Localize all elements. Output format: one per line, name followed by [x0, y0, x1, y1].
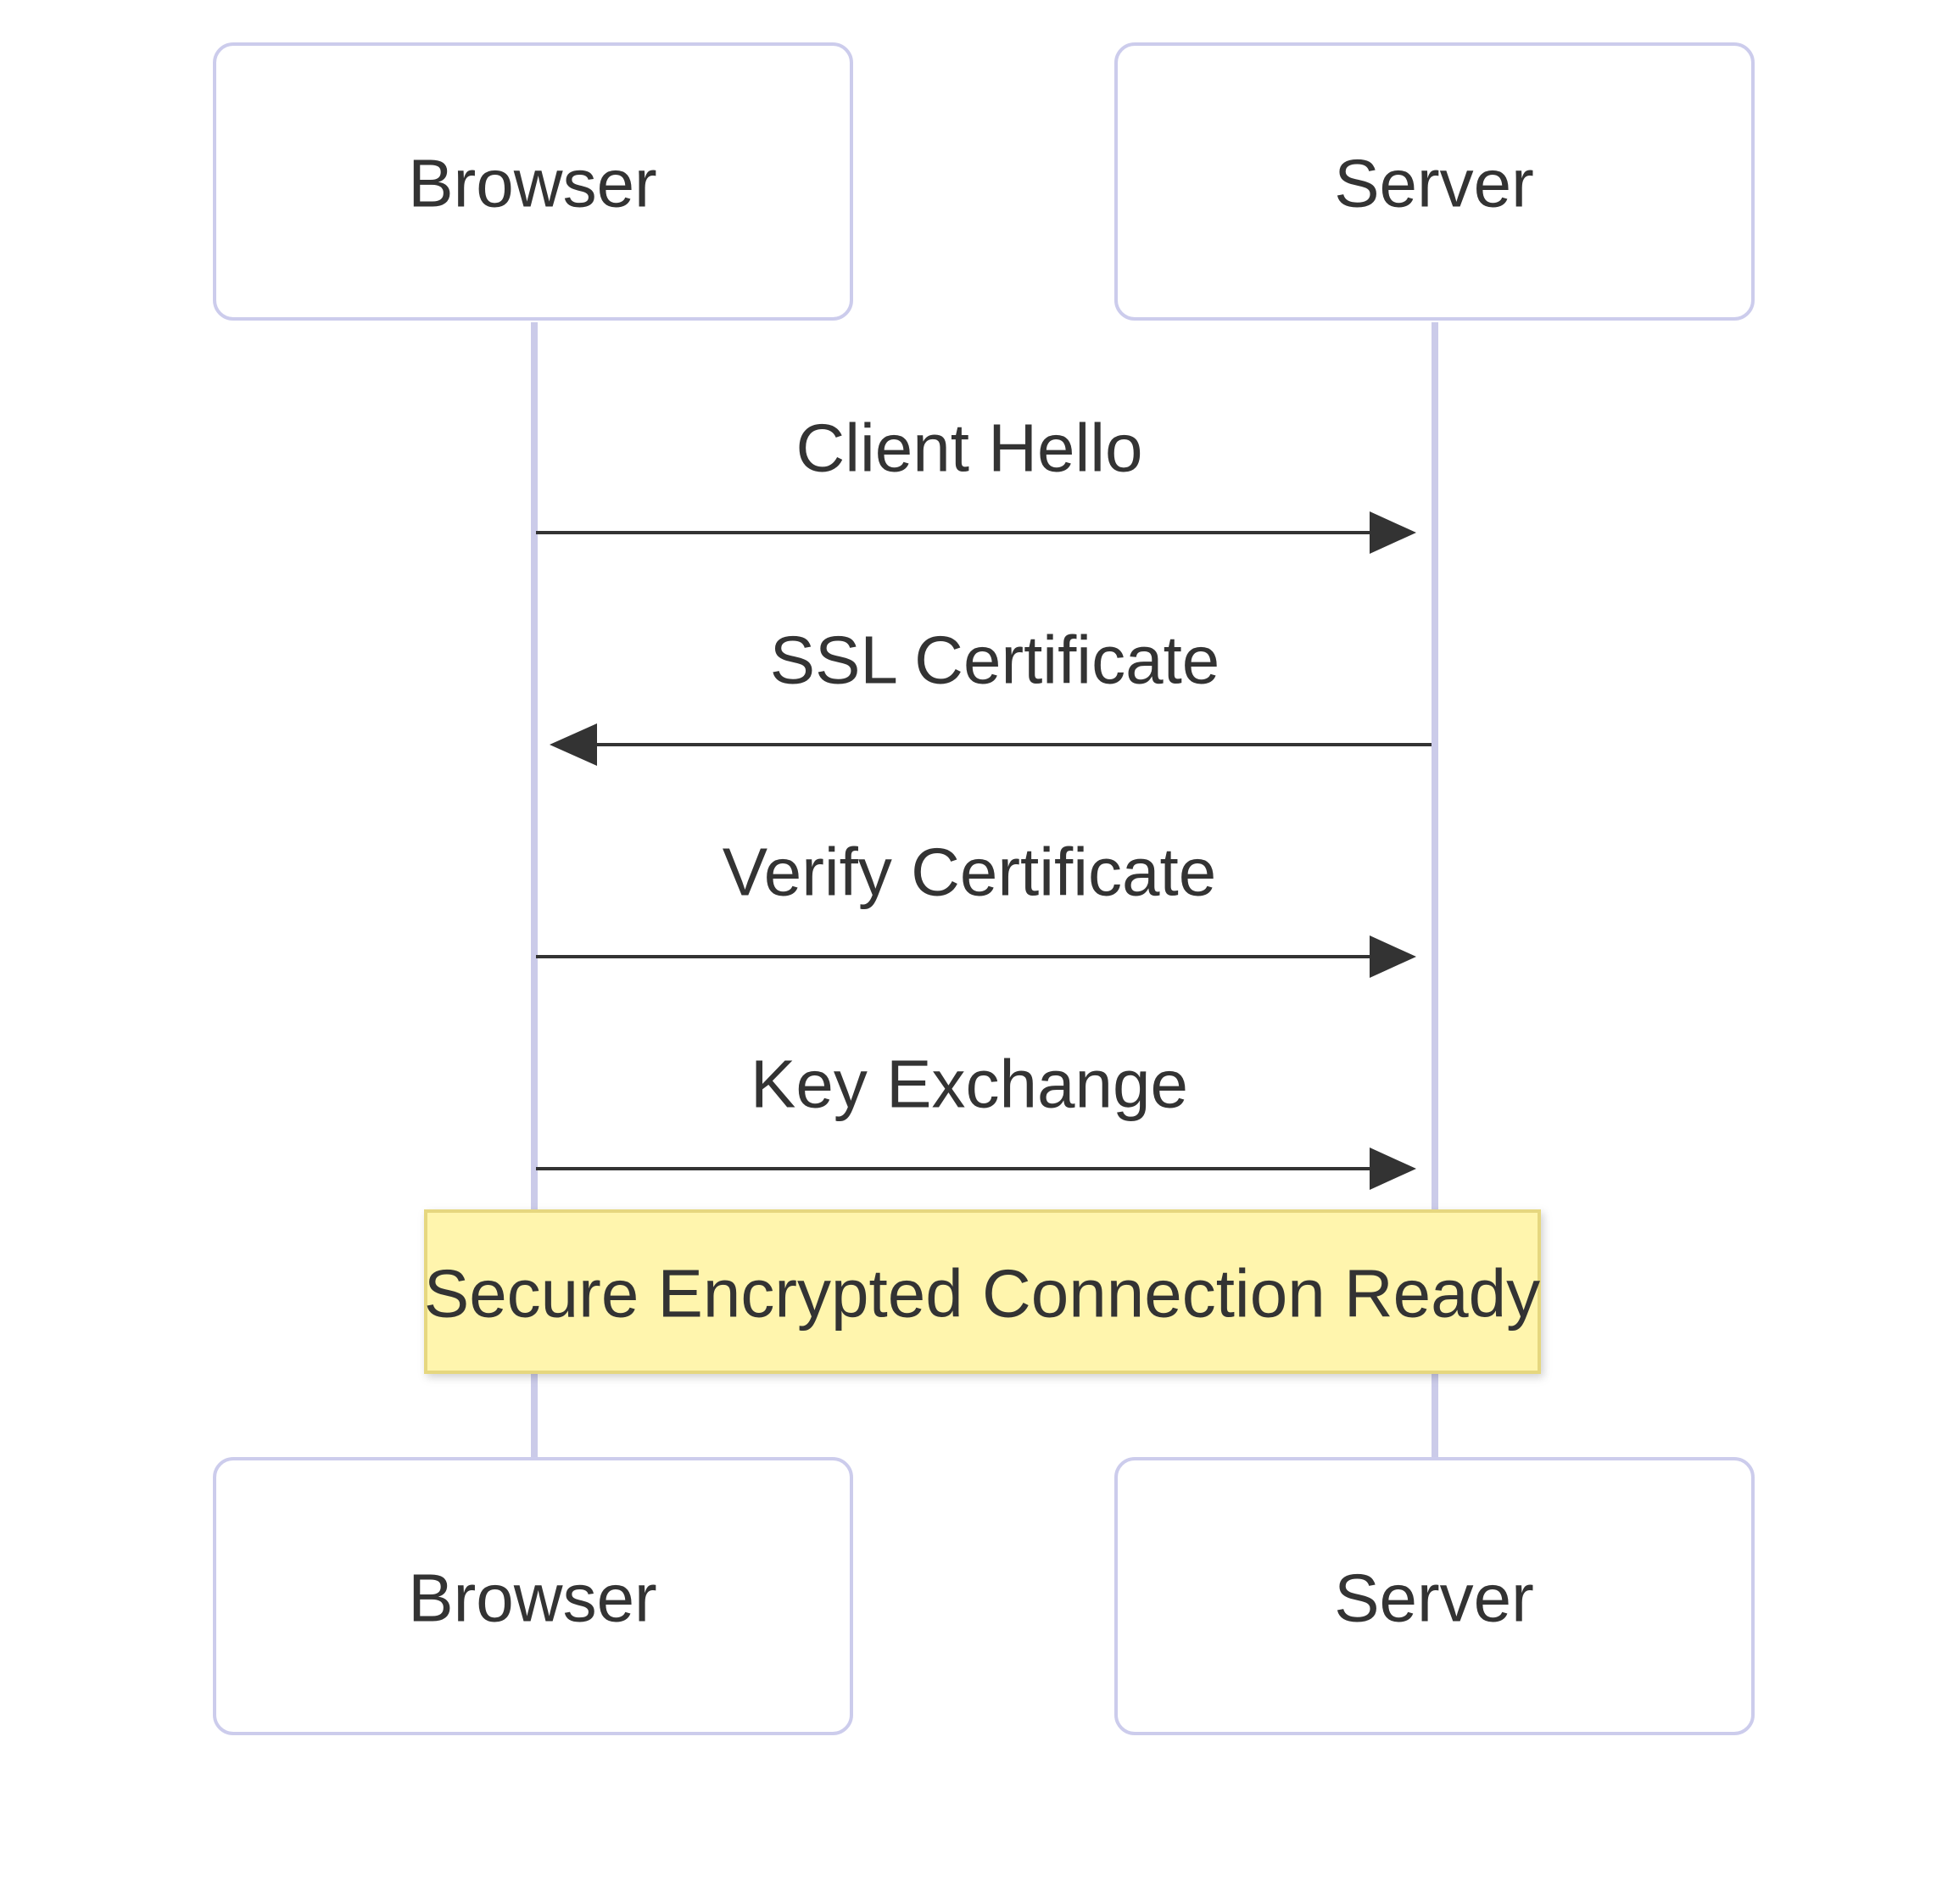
actor-server-bottom-label: Server	[1334, 1561, 1534, 1636]
actor-server-top-label: Server	[1334, 146, 1534, 221]
message-label: Key Exchange	[751, 1047, 1188, 1122]
note-text: Secure Encrypted Connection Ready	[424, 1256, 1540, 1332]
message-client-hello: Client Hello	[536, 410, 1416, 554]
arrowhead-right-icon	[1370, 1147, 1416, 1190]
message-label: SSL Certificate	[770, 623, 1220, 698]
actor-browser-top-label: Browser	[408, 146, 656, 221]
actor-server-bottom: Server	[1114, 1457, 1755, 1735]
message-key-exchange: Key Exchange	[536, 1047, 1416, 1190]
arrowhead-right-icon	[1370, 511, 1416, 554]
actor-browser-top: Browser	[213, 42, 853, 321]
note-secure-connection: Secure Encrypted Connection Ready	[424, 1209, 1541, 1374]
message-ssl-certificate: SSL Certificate	[550, 623, 1432, 766]
actor-server-top: Server	[1114, 42, 1755, 321]
message-label: Client Hello	[795, 410, 1142, 486]
message-label: Verify Certificate	[723, 835, 1216, 910]
message-verify-certificate: Verify Certificate	[536, 835, 1416, 978]
arrowhead-right-icon	[1370, 935, 1416, 978]
actor-browser-bottom: Browser	[213, 1457, 853, 1735]
arrowhead-left-icon	[550, 723, 597, 766]
actor-browser-bottom-label: Browser	[408, 1561, 656, 1636]
